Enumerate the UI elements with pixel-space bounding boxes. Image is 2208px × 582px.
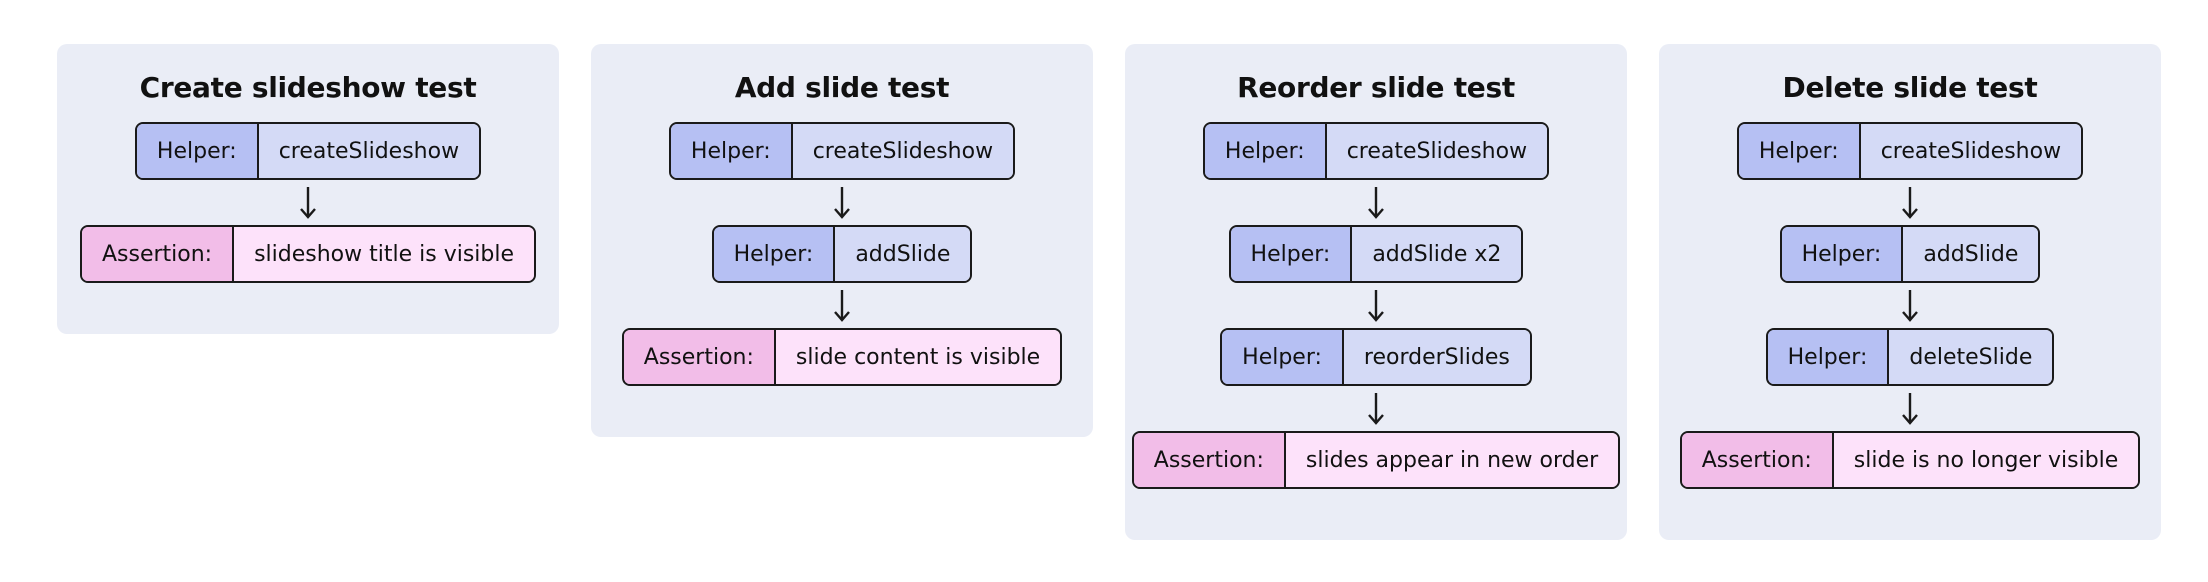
step-value: addSlide	[1903, 227, 2039, 281]
helper-step: Helper: deleteSlide	[1765, 328, 2055, 386]
arrow-down-icon	[1900, 180, 1920, 225]
step-value: createSlideshow	[1860, 124, 2082, 178]
arrow-down-icon	[1900, 283, 1920, 328]
helper-step: Helper: addSlide	[711, 225, 973, 283]
step-label: Helper:	[1767, 330, 1890, 384]
step-label: Assertion:	[1681, 433, 1834, 487]
step-label: Helper:	[1222, 330, 1344, 384]
panel-delete-slide-test: Delete slide test Helper: createSlidesho…	[1659, 44, 2161, 540]
arrow-down-icon	[832, 283, 852, 328]
helper-step: Helper: reorderSlides	[1220, 328, 1532, 386]
step-label: Helper:	[670, 124, 793, 178]
arrow-down-icon	[298, 180, 318, 225]
assertion-step: Assertion: slideshow title is visible	[79, 225, 537, 283]
step-label: Helper:	[1204, 124, 1327, 178]
arrow-down-icon	[1366, 283, 1386, 328]
panel-title: Create slideshow test	[139, 71, 477, 104]
helper-step: Helper: createSlideshow	[1736, 122, 2084, 180]
panel-add-slide-test: Add slide test Helper: createSlideshow H…	[591, 44, 1093, 437]
arrow-down-icon	[1366, 386, 1386, 431]
step-value: createSlideshow	[792, 124, 1014, 178]
arrow-down-icon	[1366, 180, 1386, 225]
helper-step: Helper: createSlideshow	[1202, 122, 1550, 180]
panel-title: Reorder slide test	[1237, 71, 1515, 104]
step-label: Helper:	[1781, 227, 1904, 281]
step-value: slide content is visible	[775, 330, 1061, 384]
step-label: Helper:	[713, 227, 836, 281]
step-value: deleteSlide	[1889, 330, 2053, 384]
panel-create-slideshow-test: Create slideshow test Helper: createSlid…	[57, 44, 559, 334]
arrow-down-icon	[832, 180, 852, 225]
helper-step: Helper: addSlide x2	[1228, 225, 1524, 283]
panel-title: Delete slide test	[1782, 71, 2038, 104]
step-value: reorderSlides	[1343, 330, 1530, 384]
panel-title: Add slide test	[734, 71, 950, 104]
assertion-step: Assertion: slides appear in new order	[1131, 431, 1621, 489]
assertion-step: Assertion: slide content is visible	[621, 328, 1063, 386]
assertion-step: Assertion: slide is no longer visible	[1679, 431, 2141, 489]
step-label: Helper:	[136, 124, 259, 178]
step-label: Assertion:	[81, 227, 235, 281]
step-value: slides appear in new order	[1285, 433, 1619, 487]
arrow-down-icon	[1900, 386, 1920, 431]
helper-step: Helper: createSlideshow	[134, 122, 482, 180]
step-value: slide is no longer visible	[1833, 433, 2139, 487]
step-value: createSlideshow	[258, 124, 480, 178]
step-value: createSlideshow	[1326, 124, 1548, 178]
panel-reorder-slide-test: Reorder slide test Helper: createSlidesh…	[1125, 44, 1627, 540]
step-label: Helper:	[1230, 227, 1353, 281]
helper-step: Helper: addSlide	[1779, 225, 2041, 283]
step-value: addSlide	[835, 227, 971, 281]
helper-step: Helper: createSlideshow	[668, 122, 1016, 180]
step-value: addSlide x2	[1352, 227, 1522, 281]
step-label: Helper:	[1738, 124, 1861, 178]
step-label: Assertion:	[1133, 433, 1286, 487]
step-label: Assertion:	[623, 330, 776, 384]
step-value: slideshow title is visible	[234, 227, 535, 281]
